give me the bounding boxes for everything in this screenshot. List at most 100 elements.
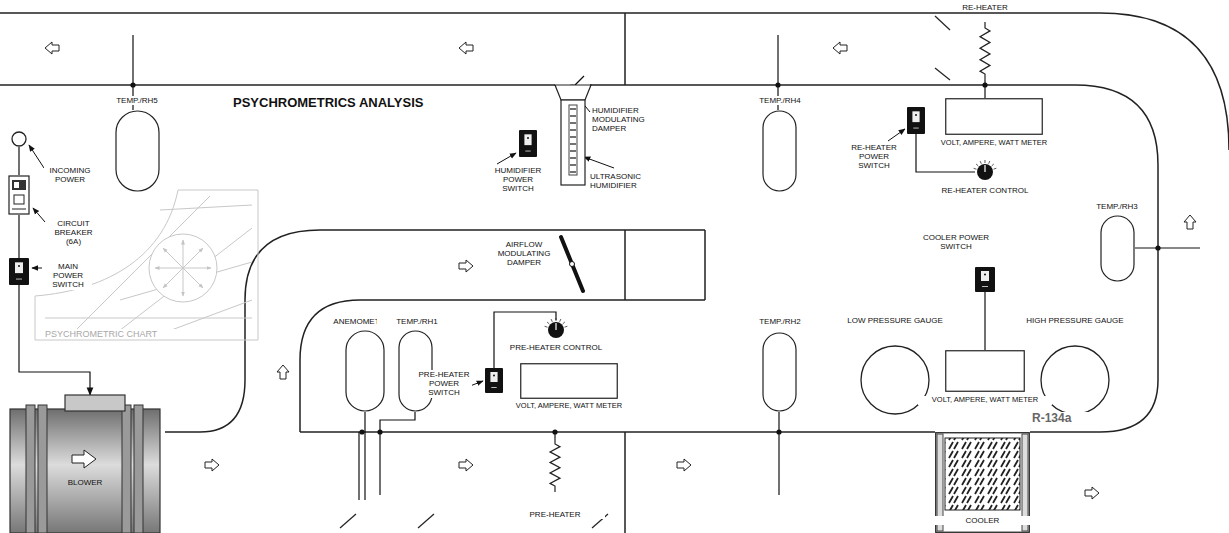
- power-switch-shape: [491, 387, 496, 388]
- probe-dot: [776, 429, 781, 434]
- control-knob: RE-HEATER CONTROL: [975, 162, 995, 182]
- probe-dot: [775, 82, 780, 87]
- sensor-shape: [763, 111, 796, 191]
- wire-connector: [18, 215, 19, 258]
- meter-label: VOLT, AMPERE, WATT METER: [927, 139, 1061, 148]
- psychrometric-chart: [35, 190, 258, 340]
- flow-arrow: [45, 42, 1196, 499]
- probe-dot: [359, 429, 364, 434]
- power-switch: HUMIDIFIER POWER SWITCH: [519, 130, 537, 157]
- circuit-breaker: CIRCUIT BREAKER (6A): [8, 175, 30, 215]
- psychrometric-chart: [45, 196, 252, 338]
- sensor-shape: [763, 333, 796, 411]
- sensor-probe: [1135, 247, 1200, 248]
- power-switch-shape: [975, 267, 995, 292]
- duct-wall: [0, 13, 1229, 533]
- meter-shape: [946, 351, 1025, 392]
- control-knob-shape: [547, 322, 549, 324]
- control-knob-shape: [545, 326, 548, 328]
- blower-label: BLOWER: [10, 478, 160, 487]
- control-knob-shape: [546, 320, 566, 340]
- blower-shape: [72, 450, 96, 468]
- power-switch-shape: [525, 151, 530, 152]
- airflow-damper: [570, 262, 575, 267]
- control-knob-shape: [555, 323, 556, 330]
- power-switch-shape: [907, 107, 925, 134]
- control-knob-label: PRE-HEATER CONTROL: [500, 343, 612, 352]
- diagram-title: PSYCHROMETRICS ANALYSIS: [233, 96, 493, 111]
- psychrometric-chart: [149, 234, 217, 302]
- airflow-damper: [561, 237, 583, 291]
- ultrasonic-humidifier-shape: [570, 164, 576, 166]
- sensor-label: TEMP./RH3: [1077, 202, 1157, 211]
- circuit-breaker-shape: [8, 175, 30, 215]
- heater-resistor: PRE-HEATER: [547, 438, 563, 492]
- power-switch: MAIN POWER SWITCH: [9, 258, 29, 285]
- duct-wall: [300, 300, 705, 432]
- sensor-probe: [778, 412, 779, 495]
- psychrometric-chart: [155, 240, 211, 296]
- ultrasonic-humidifier-shape: [570, 136, 576, 138]
- power-switch-shape: [524, 134, 531, 145]
- control-knob-shape: [563, 322, 565, 324]
- control-knob-shape: [555, 318, 556, 321]
- psychrometric-chart: [183, 268, 184, 296]
- power-switch-shape: [16, 279, 22, 280]
- heater-resistor-shape: [550, 438, 560, 492]
- leader-line: [32, 268, 42, 269]
- power-switch-label: COOLER POWER SWITCH: [920, 233, 992, 251]
- control-knob-shape: [976, 164, 978, 166]
- part-label: HUMIDIFIER MODULATING DAMPER: [592, 106, 658, 134]
- ultrasonic-humidifier-shape: [570, 171, 576, 173]
- flow-arrow: [205, 459, 219, 471]
- sensor-shape: [116, 111, 159, 191]
- meter-shape: [520, 363, 618, 399]
- sensor-probe: [364, 412, 365, 432]
- control-knob-shape: [560, 319, 561, 322]
- cooler-shape: [945, 438, 1020, 510]
- power-switch-shape: [907, 107, 925, 134]
- leader-line: [497, 153, 516, 164]
- incoming-power-shape: [12, 132, 26, 146]
- power-switch-shape: [490, 372, 497, 382]
- cooler-label: COOLER: [935, 516, 1030, 525]
- ultrasonic-humidifier-shape: [570, 108, 576, 110]
- access-door: [935, 68, 950, 80]
- blower-shape: [10, 395, 165, 533]
- psychrometric-chart: [183, 268, 203, 288]
- psychrometric-chart: [155, 268, 183, 269]
- incoming-power-shape: [11, 131, 27, 147]
- cooler: COOLER: [935, 432, 1030, 533]
- power-switch-shape: [493, 375, 495, 377]
- access-door: [340, 16, 950, 528]
- psychrometric-chart: [183, 268, 211, 269]
- sensor-probe: [380, 412, 415, 432]
- control-knob-shape: [565, 326, 568, 328]
- meter: VOLT, AMPERE, WATT METER: [945, 98, 1043, 135]
- ultrasonic-humidifier-shape: [570, 115, 576, 117]
- power-switch: PRE-HEATER POWER SWITCH: [485, 368, 503, 393]
- flow-arrow: [459, 260, 473, 272]
- heater-resistor-shape: [547, 438, 563, 492]
- flow-arrow: [459, 42, 473, 54]
- heater-resistor-label: RE-HEATER: [935, 3, 1035, 12]
- control-knob-shape: [992, 164, 994, 166]
- ultrasonic-humidifier-shape: [555, 85, 591, 100]
- pressure-gauge-label: HIGH PRESSURE GAUGE: [1015, 316, 1135, 325]
- ultrasonic-humidifier-shape: [570, 150, 576, 152]
- ultrasonic-humidifier-shape: [569, 105, 577, 175]
- flow-arrow: [677, 459, 691, 471]
- power-switch-shape: [485, 368, 503, 393]
- sensor-shape: [115, 110, 160, 192]
- meter-label: VOLT, AMPERE, WATT METER: [918, 396, 1052, 405]
- circuit-breaker-label: CIRCUIT BREAKER (6A): [46, 219, 101, 247]
- power-switch-shape: [18, 265, 20, 267]
- control-knob-shape: [994, 168, 997, 170]
- power-switch-shape: [981, 271, 989, 281]
- power-switch-shape: [527, 137, 529, 139]
- power-switch-shape: [915, 114, 917, 116]
- pressure-gauge-label: LOW PRESSURE GAUGE: [835, 316, 955, 325]
- psychrometric-chart: [163, 248, 183, 268]
- meter-shape: [945, 98, 1043, 135]
